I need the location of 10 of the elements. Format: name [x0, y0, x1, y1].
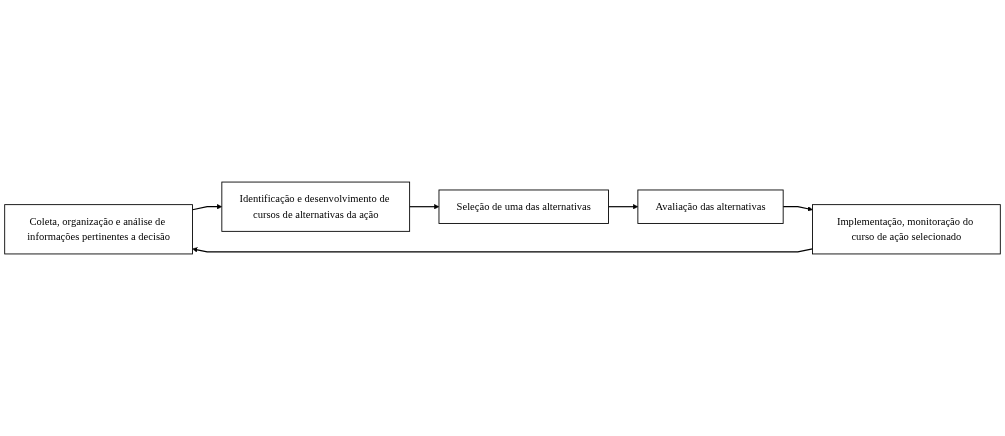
node-box: Seleção de uma das alternativas: [438, 189, 609, 224]
arrow: [191, 204, 223, 211]
arrow: [409, 204, 440, 210]
node-box: Coleta, organização e análise de informações pertinentes a decisão: [4, 204, 193, 255]
arrow: [192, 247, 814, 253]
node-box: Implementação, monitoração do curso de ação selecionado: [812, 204, 1001, 255]
node-box: Avaliação das alternativas: [637, 189, 784, 224]
arrow: [607, 204, 639, 210]
node-box: Identificação e desenvolvimento de cursos de alternativas da ação: [221, 181, 411, 232]
arrow: [782, 206, 813, 212]
